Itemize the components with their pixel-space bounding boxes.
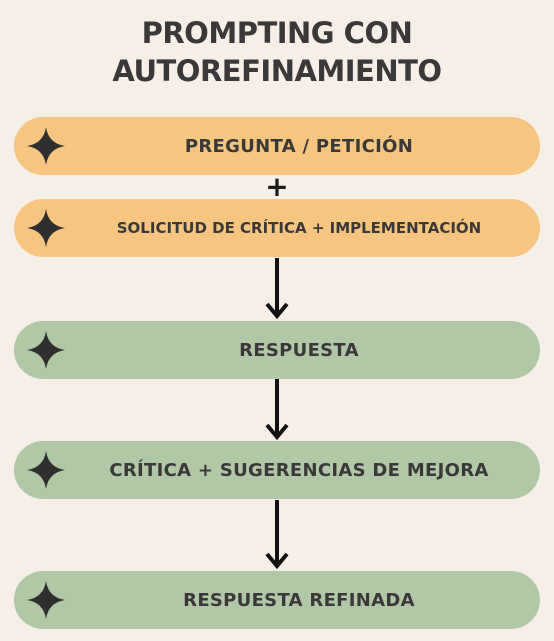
- step-response: RESPUESTA: [14, 321, 540, 379]
- four-point-star-icon: [27, 451, 65, 489]
- step-refined-response: RESPUESTA REFINADA: [14, 571, 540, 629]
- step-label: RESPUESTA REFINADA: [183, 589, 415, 611]
- step-label: CRÍTICA + SUGERENCIAS DE MEJORA: [109, 459, 489, 481]
- step-label: PREGUNTA / PETICIÓN: [184, 135, 414, 157]
- step-critique-suggestions: CRÍTICA + SUGERENCIAS DE MEJORA: [14, 441, 540, 499]
- step-label: RESPUESTA: [239, 339, 359, 361]
- four-point-star-icon: [27, 331, 65, 369]
- step-critique-request: SOLICITUD DE CRÍTICA + IMPLEMENTACIÓN: [14, 199, 540, 257]
- title-line-1: PROMPTING CON: [141, 16, 413, 50]
- plus-connector: +: [265, 170, 289, 203]
- down-arrow-icon: [265, 258, 289, 320]
- down-arrow-icon: [265, 500, 289, 570]
- four-point-star-icon: [27, 209, 65, 247]
- down-arrow-icon: [265, 379, 289, 441]
- four-point-star-icon: [27, 581, 65, 619]
- page-title: PROMPTING CON AUTOREFINAMIENTO: [0, 14, 554, 90]
- step-label: SOLICITUD DE CRÍTICA + IMPLEMENTACIÓN: [116, 219, 482, 237]
- step-question-request: PREGUNTA / PETICIÓN: [14, 117, 540, 175]
- four-point-star-icon: [27, 127, 65, 165]
- title-line-2: AUTOREFINAMIENTO: [112, 54, 442, 88]
